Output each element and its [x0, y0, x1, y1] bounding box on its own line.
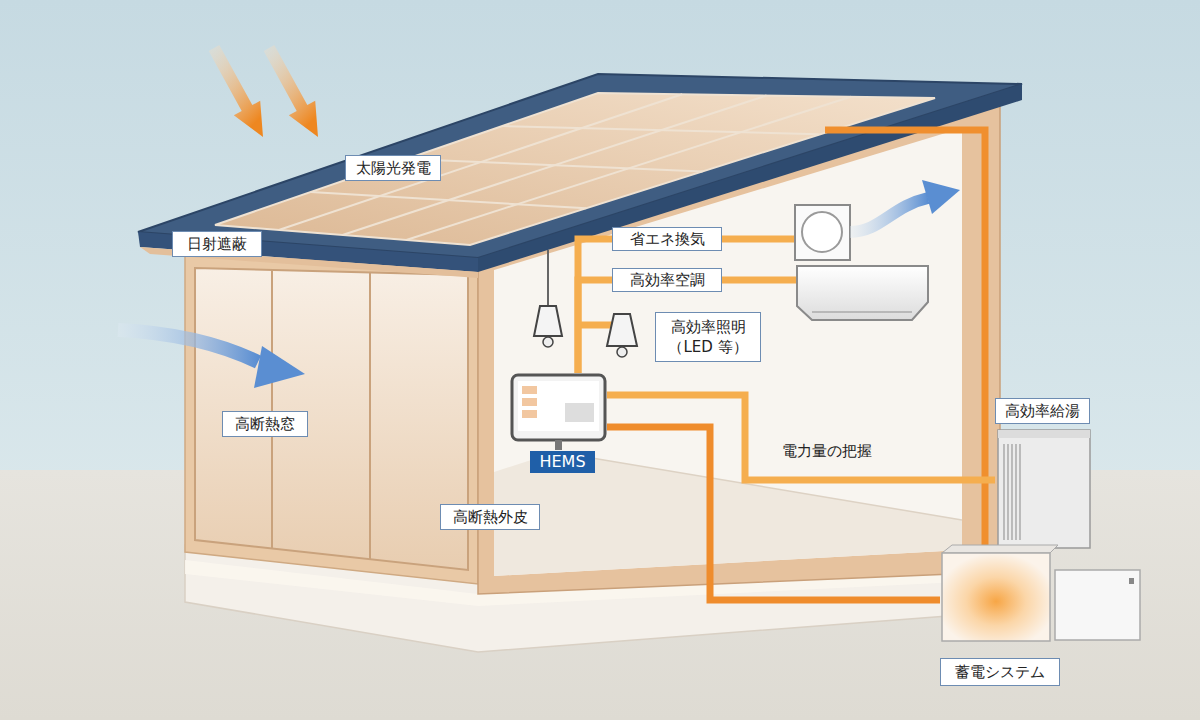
grille-line: [1015, 444, 1016, 540]
power-line: [607, 427, 940, 600]
lamp-bulb: [617, 347, 627, 357]
power-line: [578, 280, 612, 373]
interior-floor: [494, 452, 962, 576]
grille-line: [1003, 444, 1004, 540]
grille-line: [1011, 444, 1012, 540]
label-box: 高断熱外皮: [440, 504, 540, 530]
equipment-label: 高効率給湯: [995, 398, 1090, 424]
label-box: 省エネ換気: [612, 227, 722, 251]
panel-gridline: [343, 96, 767, 236]
panel-gridline: [311, 192, 587, 208]
panel-gridline: [406, 97, 851, 240]
window-mullion: [369, 272, 371, 559]
label-text: 高効率照明 （LED 等）: [662, 317, 754, 357]
solar-power-wire: [825, 130, 985, 552]
insulated-window: [195, 268, 468, 570]
equipment-label: 蓄電システム: [940, 658, 1060, 686]
label-box: 太陽光発電: [345, 155, 441, 181]
screen-widget: [522, 386, 537, 394]
hems-monitor: [512, 375, 605, 440]
label-text: 高効率空調: [630, 270, 705, 290]
indicator: [1129, 578, 1134, 584]
battery-top: [942, 545, 1058, 553]
exhaust-arrowhead: [922, 180, 960, 214]
solar-panel-grid: [279, 94, 851, 240]
equipment-node: 高効率給湯: [995, 398, 1090, 550]
hems-badge: HEMS: [530, 451, 595, 473]
ventilation-wire: [722, 236, 797, 243]
label-text: 太陽光発電: [356, 158, 431, 178]
label-box: 高断熱窓: [222, 411, 308, 437]
fan-grille: [802, 212, 842, 252]
screen-widget: [522, 398, 537, 406]
monitor-screen: [518, 381, 599, 431]
aircon-wire: [722, 277, 797, 284]
sunlight-arrow: [264, 45, 318, 137]
label-text: 高断熱外皮: [453, 507, 528, 527]
screen-widget: [565, 403, 594, 422]
power-line: [607, 395, 995, 480]
storage-battery: [942, 553, 1050, 641]
panel-gridline: [502, 126, 819, 134]
lamp-bulb: [543, 337, 553, 347]
equipment-node: 蓄電システム: [940, 548, 1060, 686]
floor-edge: [556, 452, 962, 520]
heater-grille: [1004, 444, 1020, 540]
ventilation-fan: [795, 205, 850, 260]
aircon-louver: [812, 311, 912, 313]
water-heater: [998, 430, 1090, 548]
front-wall: [185, 256, 478, 584]
air-flow-arrowhead: [254, 346, 305, 388]
power-conditioner: [1055, 570, 1140, 640]
heater-top: [998, 430, 1090, 438]
label-box: 日射遮蔽: [172, 231, 262, 257]
edge-label: 電力量の把握: [782, 441, 872, 461]
pendant-lamp: [534, 306, 562, 336]
label-box: 高効率空調: [612, 268, 722, 292]
label-text: 省エネ換気: [630, 229, 705, 249]
hems-node: HEMS: [510, 373, 607, 475]
screen-widget: [522, 410, 537, 418]
window-mullion: [271, 270, 273, 548]
pendant-lamp: [607, 314, 637, 346]
air-flow-arrow: [118, 330, 258, 362]
label-text: 日射遮蔽: [187, 234, 247, 254]
monitor-stand: [555, 440, 562, 450]
air-conditioner: [797, 266, 928, 320]
label-box: 高効率照明 （LED 等）: [655, 312, 761, 362]
exhaust-arrow: [850, 198, 928, 232]
grille-line: [1019, 444, 1020, 540]
sunlight-arrow: [209, 45, 263, 137]
lamp-cord: [547, 250, 549, 306]
panel-gridline: [407, 159, 703, 172]
grille-line: [1007, 444, 1008, 540]
label-text: 高断熱窓: [235, 414, 295, 434]
power-line: [578, 239, 612, 373]
